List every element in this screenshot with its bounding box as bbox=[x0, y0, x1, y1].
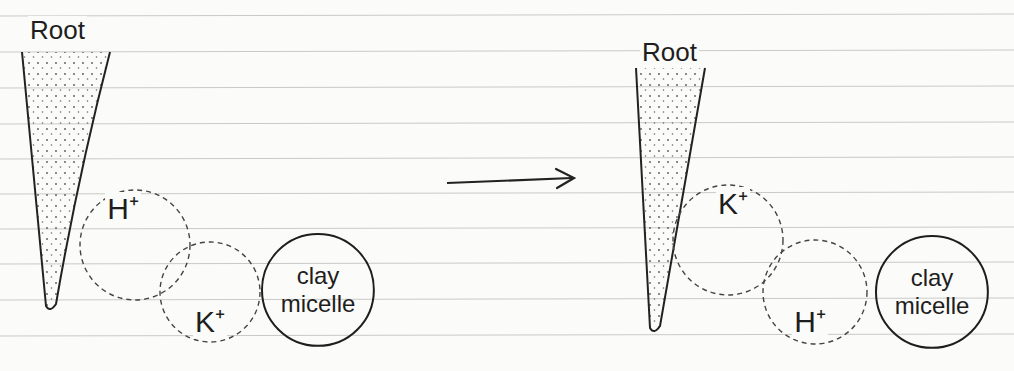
ion-circle: H⁺ bbox=[761, 238, 869, 346]
root-label: Root bbox=[640, 38, 699, 68]
root-outline bbox=[18, 16, 113, 316]
root-fill bbox=[22, 52, 110, 309]
ion-circle: K⁺ bbox=[158, 240, 262, 344]
micelle-label: clay micelle bbox=[888, 264, 976, 319]
micelle-label: clay micelle bbox=[274, 262, 362, 317]
ion-circle: K⁺ bbox=[671, 183, 785, 297]
ion-circle: H⁺ bbox=[78, 188, 192, 302]
root-shape: Root bbox=[18, 16, 113, 316]
dashed-outline bbox=[160, 242, 260, 342]
ion-label: K⁺ bbox=[716, 187, 750, 222]
clay-micelle: clay micelle bbox=[260, 232, 376, 348]
root-label: Root bbox=[28, 16, 87, 46]
micelle-outline bbox=[876, 236, 988, 348]
dashed-outline bbox=[673, 185, 783, 295]
dashed-outline bbox=[80, 190, 190, 300]
ion-label: H⁺ bbox=[105, 192, 141, 227]
micelle-outline bbox=[262, 234, 374, 346]
root-edge bbox=[22, 52, 110, 309]
root-outline bbox=[630, 38, 715, 338]
ion-label: H⁺ bbox=[792, 305, 828, 340]
clay-micelle: clay micelle bbox=[874, 234, 990, 350]
ion-label: K⁺ bbox=[193, 305, 227, 340]
dashed-outline bbox=[763, 240, 867, 344]
root-fill bbox=[636, 68, 705, 331]
root-edge bbox=[636, 68, 705, 331]
root-shape: Root bbox=[630, 38, 715, 338]
